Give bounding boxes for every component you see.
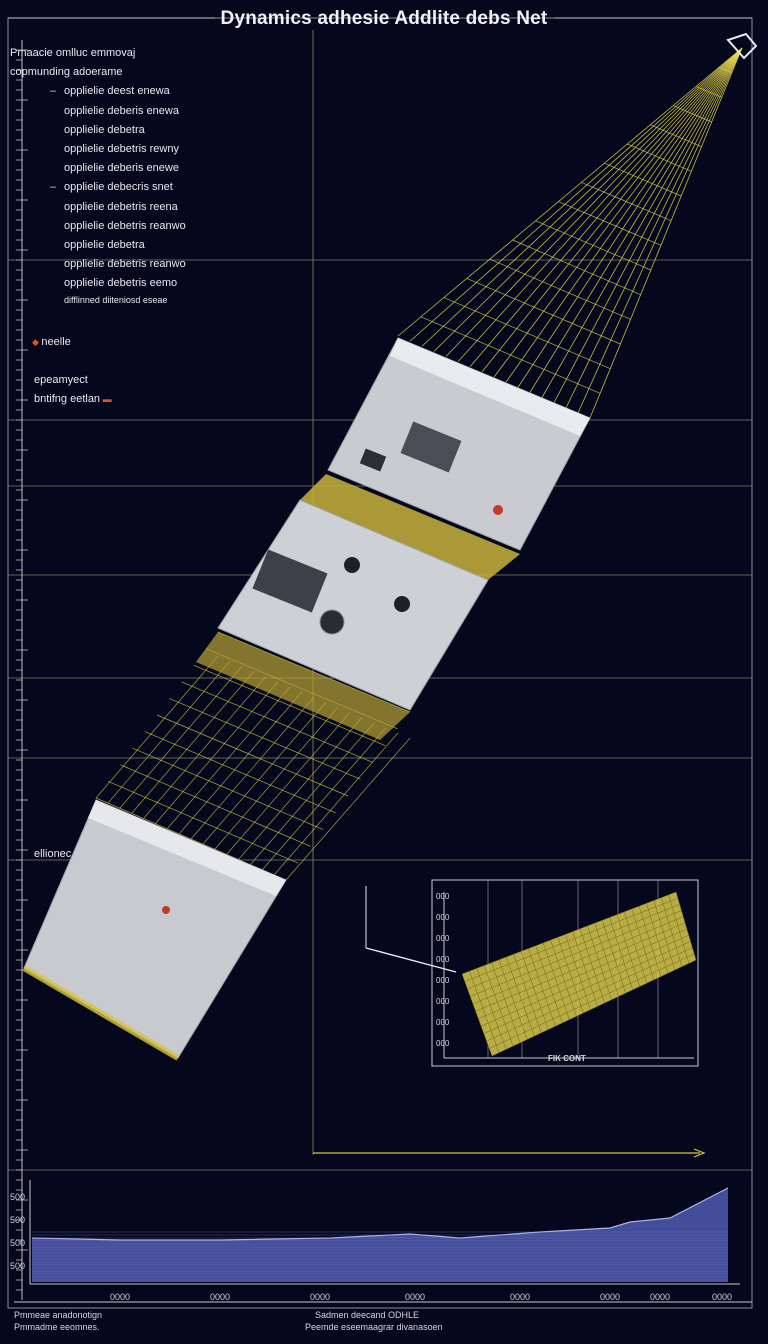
indicator-light	[493, 505, 503, 515]
bottom-x-tick: 0000	[405, 1292, 426, 1302]
bottom-caption-left-2: Pmmadme eeomnes.	[14, 1322, 100, 1332]
bottom-y-tick: 500	[10, 1238, 26, 1248]
bottom-caption-left: Pmmeae anadonotign	[14, 1310, 103, 1320]
legend-item: opplielie debetris reanwo	[64, 219, 186, 232]
legend-item: opplielie debetris reanwo	[64, 258, 186, 271]
inset-y-tick: 000	[436, 997, 450, 1006]
axis-arrow	[313, 1148, 706, 1158]
callout-line	[365, 947, 457, 973]
group-label-2: bntifng eetlan ▬	[34, 393, 112, 405]
bottom-caption-center: Sadmen deecand ODHLE	[315, 1310, 420, 1320]
bottom-x-tick: 0000	[310, 1292, 331, 1302]
bottom-y-tick: 500	[10, 1215, 26, 1225]
legend-item: opplielie debetris eemo	[64, 277, 178, 290]
inset-y-tick: 000	[436, 934, 450, 943]
bottom-x-tick: 0000	[712, 1292, 733, 1302]
ruler-ticks	[16, 49, 28, 1291]
inset-y-tick: 000	[436, 892, 450, 901]
legend-item: opplielie debecris snet	[10, 178, 186, 197]
legend-header-1: Pmaacie omlluc emmovaj	[10, 47, 136, 59]
legend-footnote: difflinned diiteniosd eseae	[64, 294, 168, 305]
legend-item: opplielie deberis enewe	[64, 162, 179, 175]
legend: Pmaacie omlluc emmovaj copmunding adoera…	[10, 44, 186, 306]
region-label: ellionec	[34, 848, 72, 860]
bottom-area-chart	[14, 1180, 752, 1303]
group-label-1: epeamyect	[34, 374, 88, 386]
inset-y-tick: 000	[436, 1039, 450, 1048]
bottom-x-tick: 0000	[510, 1292, 531, 1302]
inset-x-label: FIK CONT	[548, 1054, 586, 1063]
inset-y-tick: 000	[436, 976, 450, 985]
bottom-caption-center-2: Peemde eseemaagrar divanasoen	[305, 1322, 443, 1332]
capture-net	[95, 32, 758, 881]
inset-y-tick: 000	[436, 1018, 450, 1027]
legend-item: opplielie deberis enewa	[64, 104, 179, 117]
bottom-x-tick: 0000	[210, 1292, 231, 1302]
bottom-y-tick: 500	[10, 1192, 26, 1202]
legend-header-2: copmunding adoerame	[10, 66, 123, 79]
bottom-x-tick: 0000	[600, 1292, 621, 1302]
outer-frame	[7, 17, 753, 1309]
bottom-x-tick: 0000	[650, 1292, 671, 1302]
bottom-x-tick: 0000	[110, 1292, 131, 1302]
bottom-y-tick: 500	[10, 1261, 26, 1271]
legend-item: opplielie deest enewa	[10, 82, 186, 101]
inset-panel	[365, 879, 699, 1067]
legend-item: opplielie debetra	[64, 123, 145, 136]
inset-y-tick: 000	[436, 913, 450, 922]
net-panel-sample	[462, 892, 696, 1056]
legend-item: opplielie debetris reena	[64, 200, 178, 213]
page-title: Dynamics adhesie Addlite debs Net	[220, 8, 548, 29]
legend-item: opplielie debetris rewny	[64, 143, 179, 156]
satellite-body	[22, 337, 591, 1061]
legend-item: opplielie debetra	[64, 239, 145, 252]
needle-label: ◆ neelle	[32, 336, 71, 348]
inset-y-tick: 000	[436, 955, 450, 964]
